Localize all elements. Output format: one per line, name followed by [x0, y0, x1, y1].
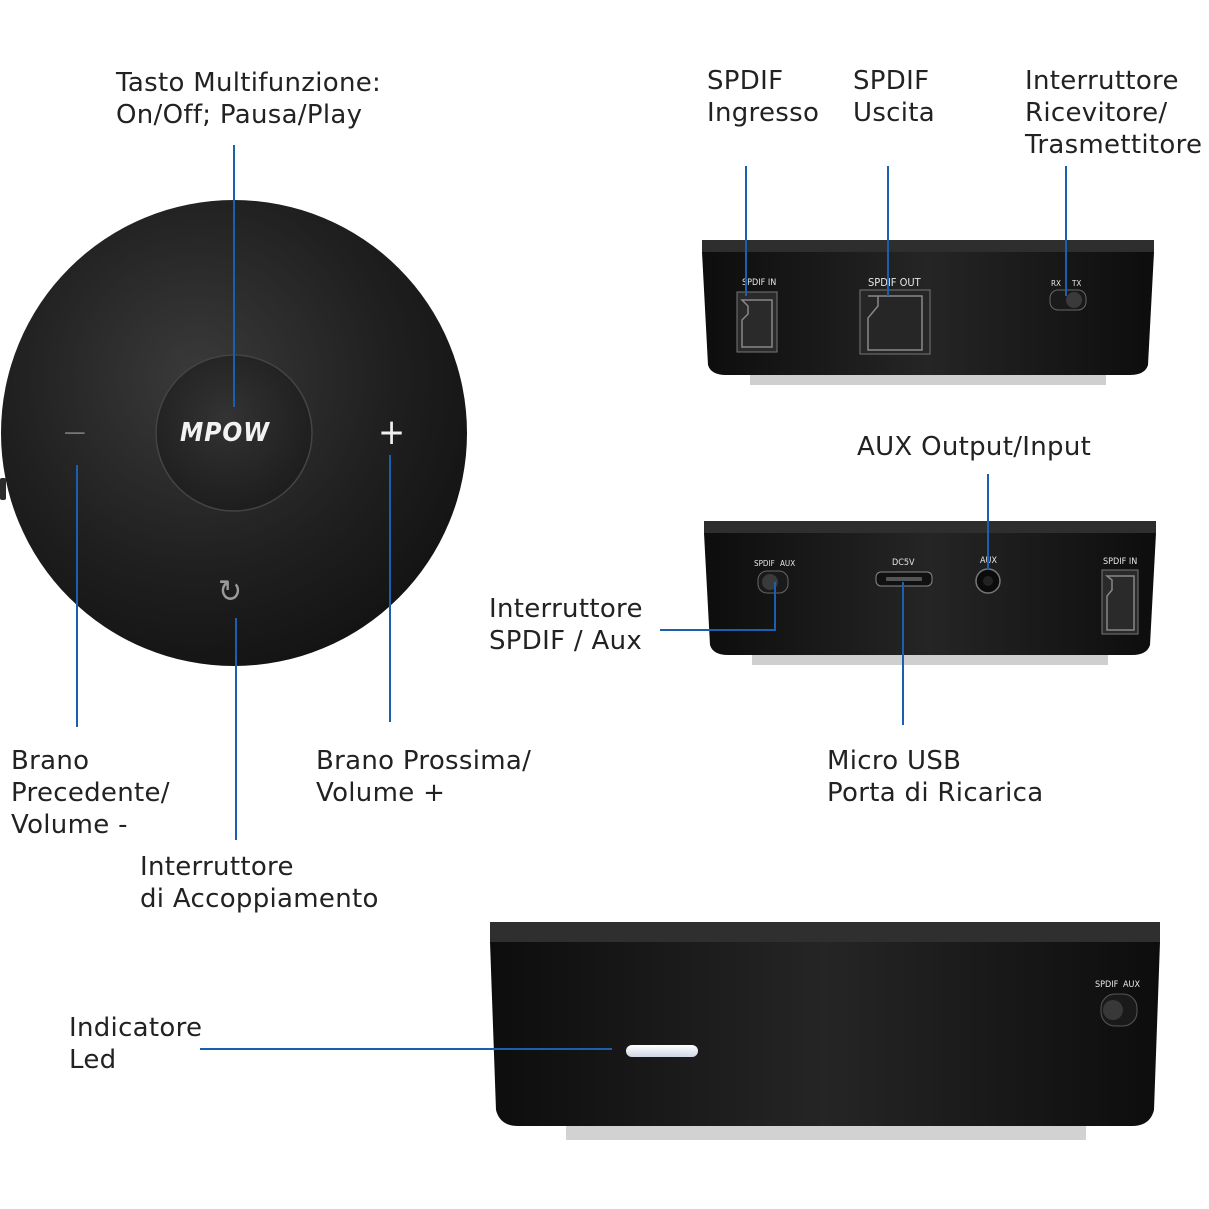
- device-top-view: [0, 200, 467, 666]
- leader-led: [200, 1048, 612, 1050]
- label-line: Porta di Ricarica: [827, 778, 1044, 808]
- label-line: Interruttore: [140, 852, 294, 882]
- label-line: SPDIF / Aux: [489, 626, 643, 656]
- label-led: Indicatore Led: [69, 1012, 202, 1076]
- leader-spdif-in: [745, 166, 747, 296]
- label-line: Brano: [11, 746, 90, 776]
- leader-prev: [76, 465, 78, 727]
- leader-aux: [987, 474, 989, 570]
- spdif-in-port-2[interactable]: [1101, 569, 1139, 635]
- label-tx: TX: [1072, 279, 1082, 288]
- leader-micro-usb: [902, 582, 904, 725]
- label-next: Brano Prossima/ Volume +: [316, 745, 531, 809]
- label-line: Brano Prossima/: [316, 746, 532, 776]
- label-spdif-in-port: SPDIF IN: [742, 278, 777, 288]
- leader-next: [389, 455, 391, 722]
- minus-symbol[interactable]: —: [64, 418, 86, 446]
- label-line: Led: [69, 1045, 117, 1075]
- label-prev: Brano Precedente/ Volume -: [11, 745, 170, 841]
- pairing-icon[interactable]: ↻: [218, 572, 243, 610]
- label-line: Tasto Multifunzione:: [116, 68, 382, 98]
- label-line: di Accoppiamento: [140, 884, 379, 914]
- label-spdif-in: SPDIF Ingresso: [707, 65, 819, 129]
- label-pairing: Interruttore di Accoppiamento: [140, 851, 379, 915]
- label-front-spdif: SPDIF: [1095, 980, 1119, 990]
- leader-multifunction: [233, 145, 235, 407]
- label-line: AUX Output/Input: [857, 432, 1092, 462]
- device-back-view-2: [704, 521, 1156, 665]
- label-front-aux: AUX: [1123, 980, 1141, 990]
- label-rx: RX: [1051, 279, 1061, 288]
- label-line: Ricevitore/: [1025, 98, 1168, 128]
- label-line: Interruttore: [489, 594, 643, 624]
- device-back-view-1: [702, 240, 1154, 385]
- device-front-view: [490, 922, 1160, 1140]
- label-line: Indicatore: [69, 1013, 203, 1043]
- label-spdif-out-port: SPDIF OUT: [868, 276, 921, 289]
- label-spdif-in-port-2: SPDIF IN: [1103, 557, 1138, 567]
- label-aux-io: AUX Output/Input: [857, 431, 1091, 463]
- leader-rx-tx: [1065, 166, 1067, 296]
- label-spdif-out: SPDIF Uscita: [853, 65, 935, 129]
- led-indicator: [626, 1045, 698, 1057]
- label-line: Precedente/: [11, 778, 170, 808]
- label-line: Micro USB: [827, 746, 962, 776]
- leader-spdif-aux-v: [774, 582, 776, 631]
- label-line: Ingresso: [707, 98, 820, 128]
- brand-logo: MPOW: [180, 418, 271, 448]
- label-line: SPDIF: [853, 66, 930, 96]
- plus-symbol[interactable]: +: [378, 412, 406, 453]
- label-multifunction: Tasto Multifunzione: On/Off; Pausa/Play: [116, 67, 381, 131]
- label-line: Volume +: [316, 778, 446, 808]
- label-line: On/Off; Pausa/Play: [116, 100, 363, 130]
- label-dc5v: DC5V: [892, 558, 915, 568]
- spdif-out-port[interactable]: [859, 289, 931, 355]
- leader-spdif-aux-h: [660, 629, 776, 631]
- leader-spdif-out: [887, 166, 889, 296]
- label-rx-tx-switch: Interruttore Ricevitore/ Trasmettitore: [1025, 65, 1202, 161]
- label-micro-usb: Micro USB Porta di Ricarica: [827, 745, 1044, 809]
- label-line: Volume -: [11, 810, 128, 840]
- label-line: Interruttore: [1025, 66, 1179, 96]
- leader-pairing: [235, 618, 237, 840]
- label-line: Trasmettitore: [1025, 130, 1203, 160]
- label-switch-aux: AUX: [780, 559, 796, 568]
- label-line: SPDIF: [707, 66, 784, 96]
- label-spdif-aux-switch: Interruttore SPDIF / Aux: [489, 593, 643, 657]
- label-line: Uscita: [853, 98, 936, 128]
- label-switch-spdif: SPDIF: [754, 559, 775, 568]
